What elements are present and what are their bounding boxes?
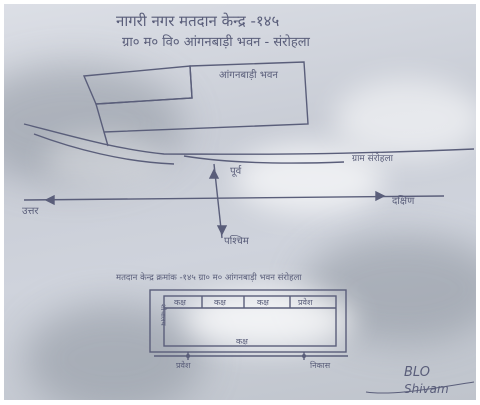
header-line2: ग्रा० म० वि० आंगनबाड़ी भवन - संरोहला bbox=[122, 34, 311, 50]
plan-entry-label: प्रवेश bbox=[176, 360, 191, 370]
plan-bottom-room: कक्ष bbox=[236, 337, 248, 346]
sketch-drawing: नागरी नगर मतदान केन्द्र -१४५ ग्रा० म० वि… bbox=[22, 12, 475, 396]
plan-side-label: शौचालय bbox=[159, 304, 168, 327]
compass-rose bbox=[23, 163, 445, 239]
compass-south: पश्चिम bbox=[224, 235, 250, 247]
plan-room-1: कक्ष bbox=[174, 298, 186, 307]
road-label: ग्राम संरोहला bbox=[352, 152, 394, 164]
compass-east: दक्षिण bbox=[392, 195, 415, 207]
compass-north: पूर्व bbox=[230, 165, 242, 177]
header-line1: नागरी नगर मतदान केन्द्र -१४५ bbox=[116, 12, 279, 30]
plan-markers bbox=[186, 354, 306, 358]
document-photo: नागरी नगर मतदान केन्द्र -१४५ ग्रा० म० वि… bbox=[4, 4, 476, 400]
plan-room-3: कक्ष bbox=[257, 298, 269, 307]
plan-room-4: प्रवेश bbox=[298, 297, 313, 307]
signature-stroke bbox=[365, 381, 475, 394]
compass-west: उत्तर bbox=[22, 206, 39, 217]
plan-room-2: कक्ष bbox=[214, 298, 226, 307]
plan-exit-label: निकास bbox=[310, 360, 331, 370]
plan-caption: मतदान केन्द्र क्रमांक -१४५ ग्रा० म० आंगन… bbox=[116, 272, 302, 283]
building-label: आंगनबाड़ी भवन bbox=[219, 69, 278, 81]
building-sketch bbox=[23, 61, 475, 165]
signature-title: BLO bbox=[404, 365, 430, 380]
